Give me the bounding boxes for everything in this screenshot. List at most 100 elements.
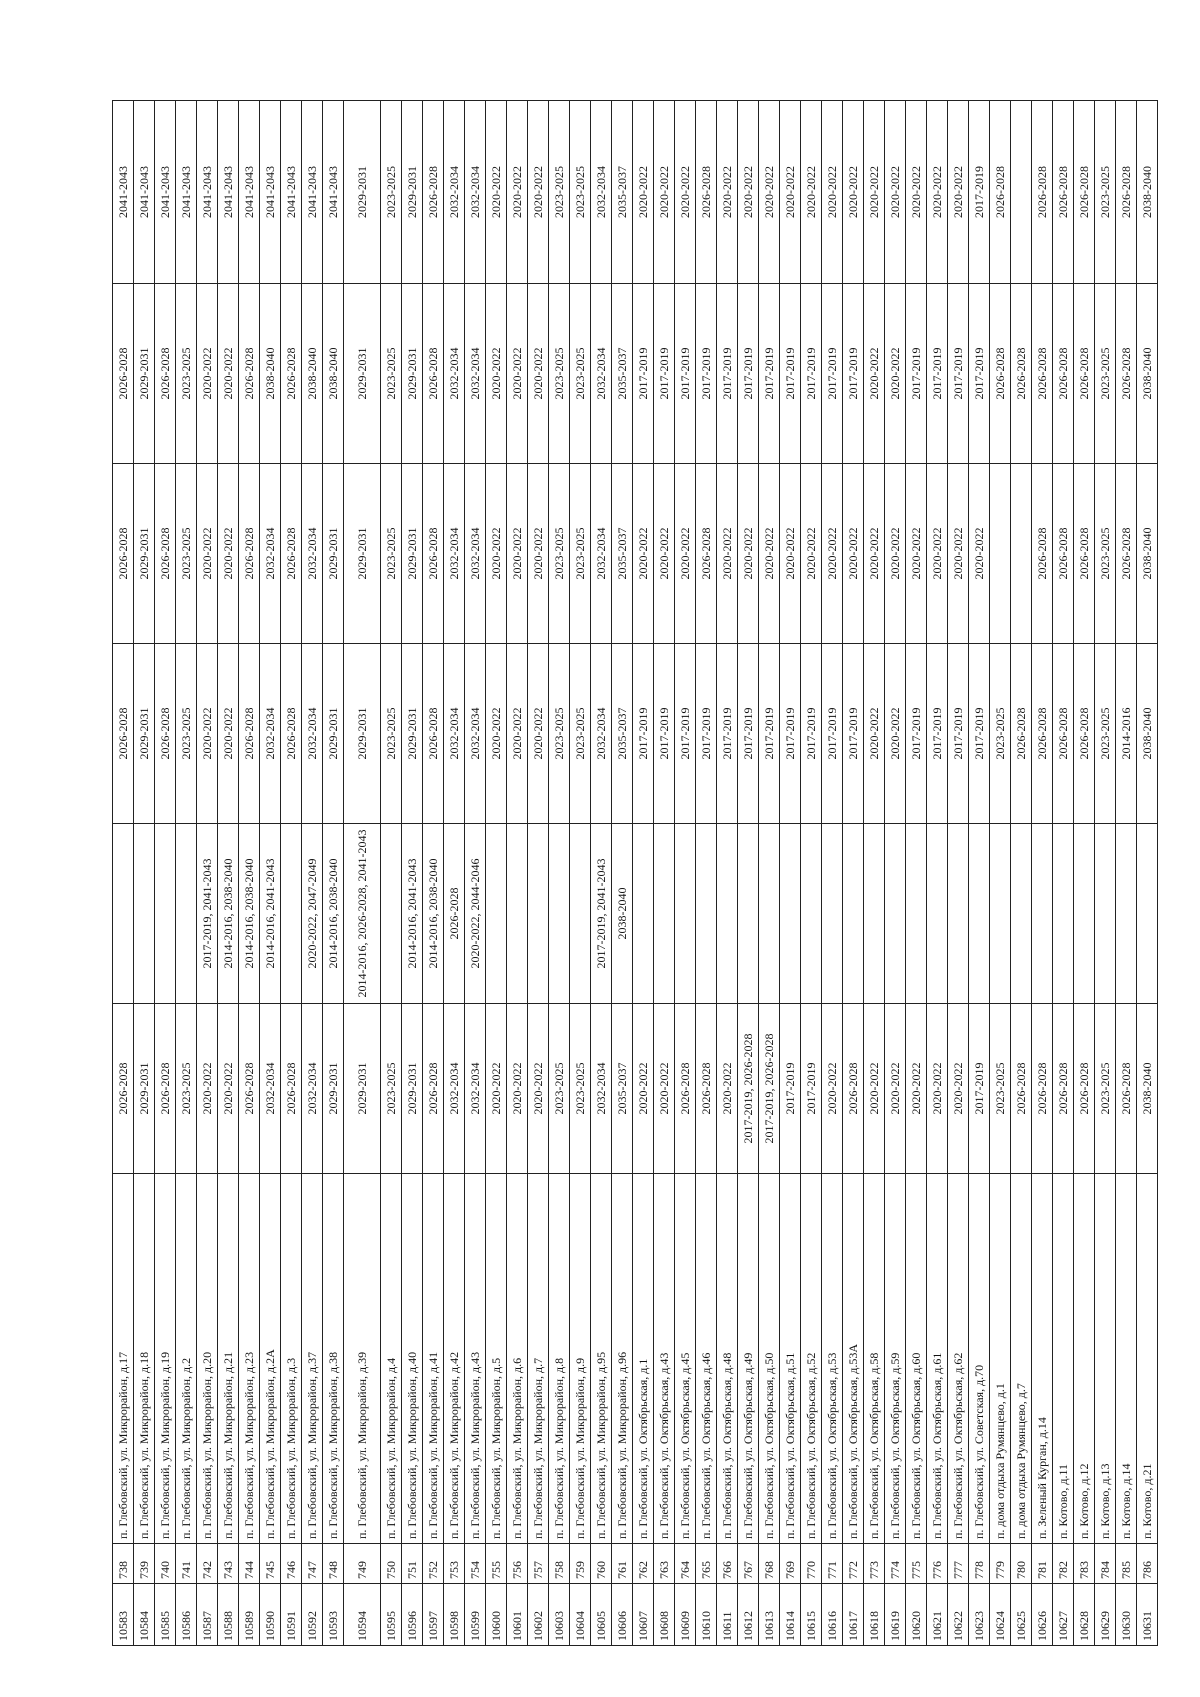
cell-period-5: 2017-2019: [926, 283, 948, 464]
cell-item-number: 757: [527, 1543, 549, 1584]
cell-address: п. Глебовский, ул. Октябрьская, д.52: [800, 1173, 822, 1544]
cell-period-3: 2026-2028: [154, 643, 176, 824]
cell-item-number: 786: [1136, 1543, 1158, 1584]
cell-row-id: 10598: [443, 1583, 465, 1646]
cell-item-number: 776: [926, 1543, 948, 1584]
cell-period-1: 2026-2028: [1052, 1003, 1074, 1174]
cell-row-id: 10621: [926, 1583, 948, 1646]
cell-period-6: 2029-2031: [343, 100, 381, 284]
cell-period-3: 2017-2019: [779, 643, 801, 824]
cell-row-id: 10588: [217, 1583, 239, 1646]
cell-period-3: 2017-2019: [800, 643, 822, 824]
cell-period-5: 2020-2022: [884, 283, 906, 464]
cell-row-id: 10593: [322, 1583, 344, 1646]
cell-address: п. Глебовский, ул. Октябрьская, д.62: [947, 1173, 969, 1544]
cell-period-6: 2020-2022: [947, 100, 969, 284]
cell-period-3: 2026-2028: [1052, 643, 1074, 824]
cell-period-6: 2029-2031: [401, 100, 423, 284]
cell-item-number: 779: [989, 1543, 1011, 1584]
cell-period-3: 2038-2040: [1136, 643, 1158, 824]
cell-item-number: 738: [112, 1543, 134, 1584]
cell-period-2: 2014-2016, 2038-2040: [238, 823, 260, 1004]
cell-period-2: [968, 823, 990, 1004]
cell-period-5: 2017-2019: [674, 283, 696, 464]
cell-period-1: 2020-2022: [716, 1003, 738, 1174]
cell-period-1: 2026-2028: [422, 1003, 444, 1174]
cell-address: п. Глебовский, ул. Октябрьская, д.51: [779, 1173, 801, 1544]
cell-period-4: 2023-2025: [175, 463, 197, 644]
cell-item-number: 748: [322, 1543, 344, 1584]
cell-address: п. Глебовский, ул. Октябрьская, д.60: [905, 1173, 927, 1544]
cell-period-5: 2026-2028: [1031, 283, 1053, 464]
cell-period-4: 2038-2040: [1136, 463, 1158, 644]
cell-address: п. Глебовский, ул. Микрорайон, д.9: [569, 1173, 591, 1544]
cell-period-4: 2026-2028: [238, 463, 260, 644]
cell-period-2: [695, 823, 717, 1004]
cell-period-3: 2017-2019: [947, 643, 969, 824]
cell-period-1: 2032-2034: [464, 1003, 486, 1174]
cell-period-2: [653, 823, 675, 1004]
cell-period-2: 2026-2028: [443, 823, 465, 1004]
cell-item-number: 758: [548, 1543, 570, 1584]
cell-period-1: 2026-2028: [1031, 1003, 1053, 1174]
cell-item-number: 759: [569, 1543, 591, 1584]
cell-period-5: 2020-2022: [485, 283, 507, 464]
cell-row-id: 10607: [632, 1583, 654, 1646]
cell-period-6: 2041-2043: [133, 100, 155, 284]
cell-item-number: 777: [947, 1543, 969, 1584]
cell-period-5: 2026-2028: [238, 283, 260, 464]
cell-period-6: 2020-2022: [779, 100, 801, 284]
cell-row-id: 10613: [758, 1583, 780, 1646]
cell-period-3: 2032-2034: [590, 643, 612, 824]
cell-address: п. Котово, д.21: [1136, 1173, 1158, 1544]
cell-row-id: 10612: [737, 1583, 759, 1646]
cell-item-number: 766: [716, 1543, 738, 1584]
cell-period-2: [1136, 823, 1158, 1004]
cell-period-6: 2020-2022: [716, 100, 738, 284]
cell-address: п. Глебовский, ул. Микрорайон, д.7: [527, 1173, 549, 1544]
cell-item-number: 750: [380, 1543, 402, 1584]
cell-period-1: 2020-2022: [884, 1003, 906, 1174]
cell-period-6: 2020-2022: [737, 100, 759, 284]
cell-period-2: [800, 823, 822, 1004]
cell-address: п. Глебовский, ул. Микрорайон, д.37: [301, 1173, 323, 1544]
cell-period-3: 2023-2025: [380, 643, 402, 824]
cell-item-number: 778: [968, 1543, 990, 1584]
cell-period-5: 2017-2019: [632, 283, 654, 464]
cell-period-2: [175, 823, 197, 1004]
cell-period-3: 2017-2019: [968, 643, 990, 824]
cell-item-number: 763: [653, 1543, 675, 1584]
cell-address: п. Глебовский, ул. Микрорайон, д.3: [280, 1173, 302, 1544]
cell-period-6: 2041-2043: [322, 100, 344, 284]
cell-period-4: 2020-2022: [947, 463, 969, 644]
cell-item-number: 743: [217, 1543, 239, 1584]
cell-period-4: 2020-2022: [905, 463, 927, 644]
cell-period-1: 2023-2025: [175, 1003, 197, 1174]
cell-address: п. Глебовский, ул. Микрорайон, д.23: [238, 1173, 260, 1544]
cell-period-5: 2017-2019: [800, 283, 822, 464]
cell-item-number: 781: [1031, 1543, 1053, 1584]
cell-address: п. Глебовский, ул. Октябрьская, д.1: [632, 1173, 654, 1544]
cell-address: п. Глебовский, ул. Микрорайон, д.2: [175, 1173, 197, 1544]
cell-period-3: 2017-2019: [632, 643, 654, 824]
cell-period-6: 2020-2022: [527, 100, 549, 284]
cell-row-id: 10625: [1010, 1583, 1032, 1646]
cell-period-4: 2020-2022: [758, 463, 780, 644]
cell-row-id: 10616: [821, 1583, 843, 1646]
cell-period-3: 2020-2022: [863, 643, 885, 824]
cell-period-6: 2035-2037: [611, 100, 633, 284]
cell-period-4: 2020-2022: [716, 463, 738, 644]
cell-period-4: 2023-2025: [548, 463, 570, 644]
cell-period-2: [1094, 823, 1116, 1004]
cell-row-id: 10605: [590, 1583, 612, 1646]
